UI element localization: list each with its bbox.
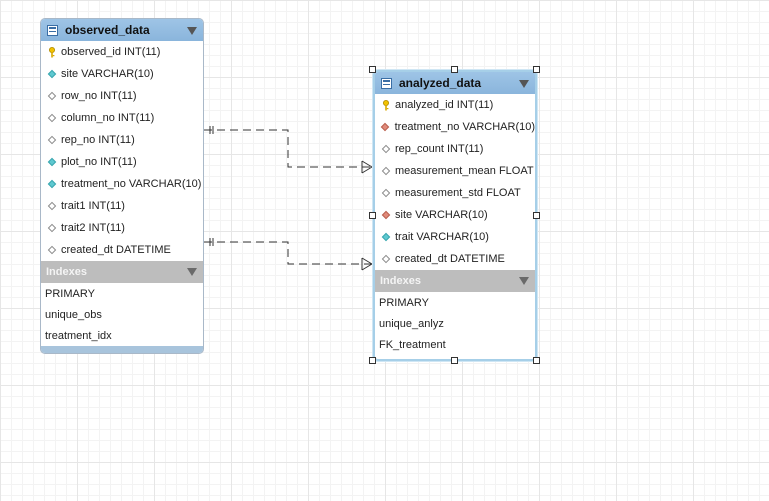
table-title: analyzed_data [399,76,482,90]
index-row[interactable]: PRIMARY [379,296,429,309]
column-row[interactable]: trait2 INT(11) [41,217,203,239]
column-row[interactable]: treatment_no VARCHAR(10) [41,173,203,195]
column-row[interactable]: trait VARCHAR(10) [375,226,535,248]
index-list: PRIMARY unique_obs treatment_idx [41,283,203,346]
primary-key-icon [380,99,391,111]
white-diamond-icon [380,166,391,177]
cyan-diamond-icon [46,69,57,80]
column-label: trait VARCHAR(10) [395,231,489,243]
column-row[interactable]: plot_no INT(11) [41,151,203,173]
column-label: rep_no INT(11) [61,134,135,146]
column-row[interactable]: site VARCHAR(10) [375,204,535,226]
table-header[interactable]: analyzed_data [375,72,535,94]
column-list: analyzed_id INT(11) treatment_no VARCHAR(… [375,94,535,270]
resize-handle-middle-left[interactable] [369,212,376,219]
resize-handle-top-center[interactable] [451,66,458,73]
white-diamond-icon [46,245,57,256]
white-diamond-icon [46,91,57,102]
collapse-triangle-icon[interactable] [519,80,529,88]
red-diamond-icon [380,210,391,221]
column-row[interactable]: analyzed_id INT(11) [375,94,535,116]
column-label: trait2 INT(11) [61,222,125,234]
resize-handle-bottom-left[interactable] [369,357,376,364]
table-title: observed_data [65,23,150,37]
column-label: column_no INT(11) [61,112,155,124]
resize-handle-top-right[interactable] [533,66,540,73]
table-header[interactable]: observed_data [41,19,203,41]
column-label: plot_no INT(11) [61,156,137,168]
column-row[interactable]: column_no INT(11) [41,107,203,129]
collapse-triangle-icon[interactable] [187,268,197,276]
column-row[interactable]: rep_count INT(11) [375,138,535,160]
resize-handle-middle-right[interactable] [533,212,540,219]
column-row[interactable]: measurement_std FLOAT [375,182,535,204]
white-diamond-icon [380,144,391,155]
column-row[interactable]: trait1 INT(11) [41,195,203,217]
index-row[interactable]: PRIMARY [45,287,95,300]
column-label: site VARCHAR(10) [395,209,488,221]
collapse-triangle-icon[interactable] [519,277,529,285]
column-label: created_dt DATETIME [61,244,171,256]
observed-data-table[interactable]: observed_data observed_id INT(11) site VA… [40,18,204,354]
relationship-site[interactable] [204,238,373,271]
red-diamond-icon [380,122,391,133]
index-row[interactable]: unique_obs [45,308,102,321]
indexes-label: Indexes [46,266,87,278]
column-label: rep_count INT(11) [395,143,484,155]
white-diamond-icon [380,254,391,265]
table-icon [47,24,58,36]
column-row[interactable]: treatment_no VARCHAR(10) [375,116,535,138]
column-row[interactable]: rep_no INT(11) [41,129,203,151]
column-row[interactable]: created_dt DATETIME [41,239,203,261]
column-label: measurement_mean FLOAT [395,165,534,177]
column-row[interactable]: measurement_mean FLOAT [375,160,535,182]
column-label: treatment_no VARCHAR(10) [394,121,535,133]
white-diamond-icon [46,135,57,146]
column-label: measurement_std FLOAT [395,187,521,199]
column-row[interactable]: site VARCHAR(10) [41,63,203,85]
column-row[interactable]: created_dt DATETIME [375,248,535,270]
column-label: row_no INT(11) [61,90,137,102]
indexes-header[interactable]: Indexes [375,270,535,292]
resize-handle-bottom-right[interactable] [533,357,540,364]
cyan-diamond-icon [46,179,57,190]
white-diamond-icon [46,201,57,212]
primary-key-icon [46,46,57,58]
index-row[interactable]: FK_treatment [379,338,446,351]
white-diamond-icon [46,113,57,124]
indexes-header[interactable]: Indexes [41,261,203,283]
cyan-diamond-icon [46,157,57,168]
column-row[interactable]: observed_id INT(11) [41,41,203,63]
column-label: created_dt DATETIME [395,253,505,265]
relationship-treatment[interactable] [204,126,373,174]
column-label: analyzed_id INT(11) [395,99,494,111]
white-diamond-icon [46,223,57,234]
collapse-triangle-icon[interactable] [187,27,197,35]
resize-handle-top-left[interactable] [369,66,376,73]
index-row[interactable]: treatment_idx [45,329,112,342]
column-row[interactable]: row_no INT(11) [41,85,203,107]
column-label: trait1 INT(11) [61,200,125,212]
column-label: site VARCHAR(10) [61,68,154,80]
column-label: observed_id INT(11) [61,46,161,58]
column-label: treatment_no VARCHAR(10) [61,178,202,190]
analyzed-data-table[interactable]: analyzed_data analyzed_id INT(11) treatme… [373,70,537,361]
indexes-label: Indexes [380,275,421,287]
white-diamond-icon [380,188,391,199]
cyan-diamond-icon [380,232,391,243]
table-footer [41,346,203,353]
column-list: observed_id INT(11) site VARCHAR(10) row_n… [41,41,203,261]
resize-handle-bottom-center[interactable] [451,357,458,364]
table-icon [381,77,392,89]
index-row[interactable]: unique_anlyz [379,317,444,330]
